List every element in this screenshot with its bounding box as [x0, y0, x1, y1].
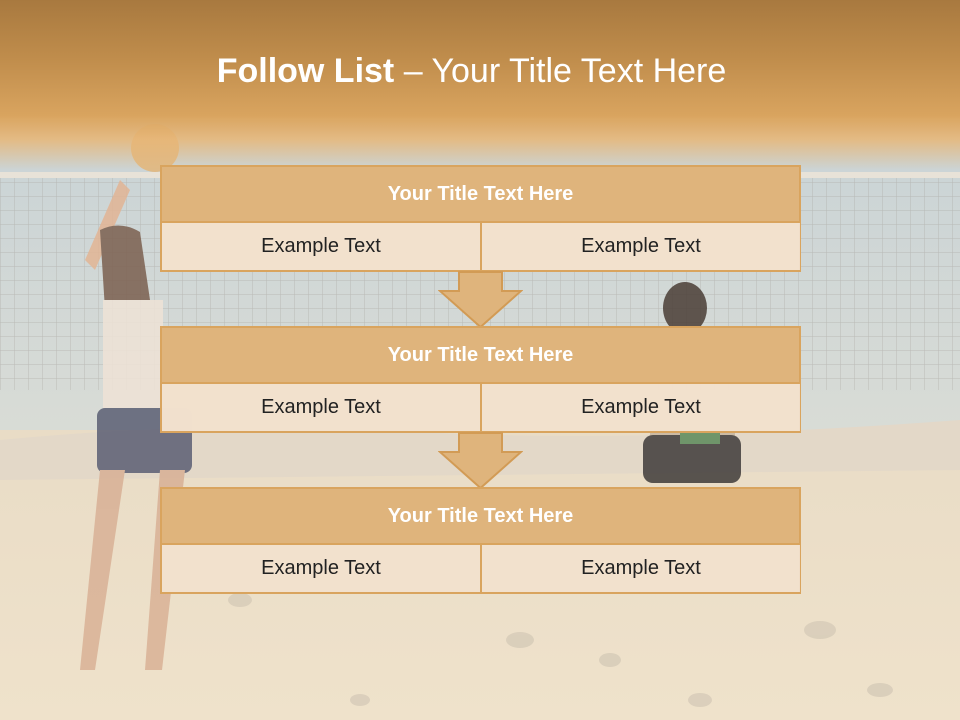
- step-cell-right: Example Text: [482, 384, 800, 431]
- step-cell-left: Example Text: [162, 384, 482, 431]
- header-band: [0, 0, 960, 170]
- step-cell-left: Example Text: [162, 545, 482, 592]
- step-box-1: Your Title Text Here Example Text Exampl…: [160, 165, 801, 272]
- step-title: Your Title Text Here: [162, 167, 799, 223]
- step-cell-left: Example Text: [162, 223, 482, 270]
- step-cell-right: Example Text: [482, 223, 800, 270]
- down-arrow-icon: [438, 271, 523, 329]
- step-title: Your Title Text Here: [162, 328, 799, 384]
- slide-title-bold: Follow List: [216, 52, 395, 90]
- step-title: Your Title Text Here: [162, 489, 799, 545]
- step-box-2: Your Title Text Here Example Text Exampl…: [160, 326, 801, 433]
- slide-title-rest: – Your Title Text Here: [394, 52, 727, 90]
- step-box-3: Your Title Text Here Example Text Exampl…: [160, 487, 801, 594]
- slide-title: Follow List – Your Title Text Here: [0, 52, 943, 91]
- down-arrow-icon: [438, 432, 523, 490]
- step-cell-right: Example Text: [482, 545, 800, 592]
